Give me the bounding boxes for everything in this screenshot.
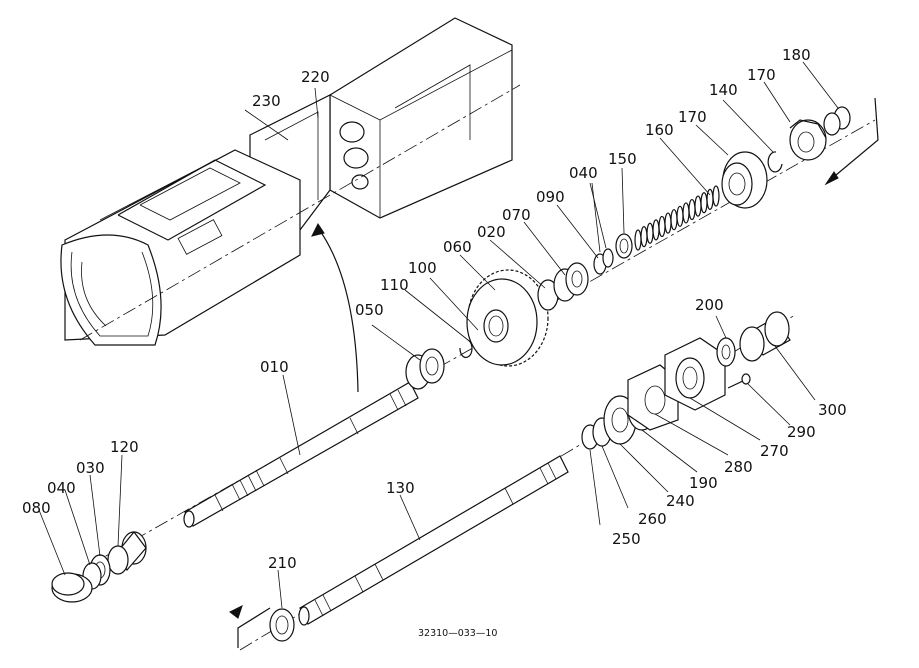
cup-170 bbox=[721, 151, 768, 209]
spring-160 bbox=[634, 185, 720, 251]
part-label-170-cup: 170 bbox=[678, 108, 707, 126]
part-label-240: 240 bbox=[666, 492, 695, 510]
spring-coil bbox=[670, 209, 678, 231]
part-label-010: 010 bbox=[260, 358, 289, 376]
part-label-220: 220 bbox=[301, 68, 330, 86]
part-label-140: 140 bbox=[709, 81, 738, 99]
part-label-090: 090 bbox=[536, 188, 565, 206]
transmission-housing bbox=[60, 17, 521, 346]
shaft-130 bbox=[298, 455, 569, 626]
bearing-210 bbox=[269, 608, 295, 642]
bushing-180 bbox=[823, 106, 851, 136]
spline-plate-170 bbox=[789, 119, 827, 161]
part-label-250: 250 bbox=[612, 530, 641, 548]
part-label-100: 100 bbox=[408, 259, 437, 277]
spring-coil bbox=[652, 219, 660, 241]
spring-coil bbox=[700, 192, 708, 214]
part-label-170-plate: 170 bbox=[747, 66, 776, 84]
bearing-050 bbox=[405, 348, 445, 390]
part-label-180: 180 bbox=[782, 46, 811, 64]
spring-coil bbox=[658, 215, 666, 238]
part-label-210: 210 bbox=[268, 554, 297, 572]
part-label-130: 130 bbox=[386, 479, 415, 497]
spring-coil bbox=[712, 185, 720, 207]
direction-arrow-lower bbox=[229, 605, 271, 648]
drawing-number: 32310—033—10 bbox=[418, 628, 497, 639]
part-label-040-left: 040 bbox=[47, 479, 76, 497]
spring-coil bbox=[664, 212, 672, 234]
part-label-280: 280 bbox=[724, 458, 753, 476]
part-label-060: 060 bbox=[443, 238, 472, 256]
spring-coil bbox=[676, 205, 684, 227]
washer-150 bbox=[615, 233, 633, 259]
part-label-190: 190 bbox=[689, 474, 718, 492]
part-label-040-right: 040 bbox=[569, 164, 598, 182]
part-label-030: 030 bbox=[76, 459, 105, 477]
spring-coil bbox=[682, 202, 690, 224]
part-label-300: 300 bbox=[818, 401, 847, 419]
spring-coil bbox=[694, 195, 702, 217]
cap-080 bbox=[51, 572, 93, 603]
bolt-290 bbox=[727, 373, 751, 389]
shaft-010 bbox=[183, 381, 419, 528]
gear-060 bbox=[466, 269, 549, 367]
part-label-290: 290 bbox=[787, 423, 816, 441]
leader-lines bbox=[38, 61, 839, 609]
part-label-200: 200 bbox=[695, 296, 724, 314]
part-label-150: 150 bbox=[608, 150, 637, 168]
part-label-120: 120 bbox=[110, 438, 139, 456]
ring-200 bbox=[716, 337, 736, 367]
washer-040 bbox=[602, 248, 614, 268]
sleeve-300 bbox=[739, 311, 791, 362]
spring-coil bbox=[646, 222, 654, 244]
part-label-110: 110 bbox=[380, 276, 409, 294]
part-label-070: 070 bbox=[502, 206, 531, 224]
housing-270 bbox=[664, 337, 726, 411]
bearing-070 bbox=[553, 262, 589, 302]
part-label-260: 260 bbox=[638, 510, 667, 528]
part-label-160: 160 bbox=[645, 121, 674, 139]
spring-coil bbox=[640, 226, 648, 248]
part-label-020: 020 bbox=[477, 223, 506, 241]
assembly-arrow bbox=[317, 227, 359, 393]
part-label-270: 270 bbox=[760, 442, 789, 460]
snap-ring-140 bbox=[767, 151, 783, 173]
part-label-080: 080 bbox=[22, 499, 51, 517]
part-label-050: 050 bbox=[355, 301, 384, 319]
spring-coil bbox=[688, 198, 696, 221]
part-label-230: 230 bbox=[252, 92, 281, 110]
collar-120 bbox=[107, 531, 147, 575]
direction-arrow-upper bbox=[824, 97, 879, 186]
part-labels: 010 020 030 040 040 050 060 070 080 090 … bbox=[22, 46, 847, 572]
spring-coil bbox=[634, 229, 642, 251]
